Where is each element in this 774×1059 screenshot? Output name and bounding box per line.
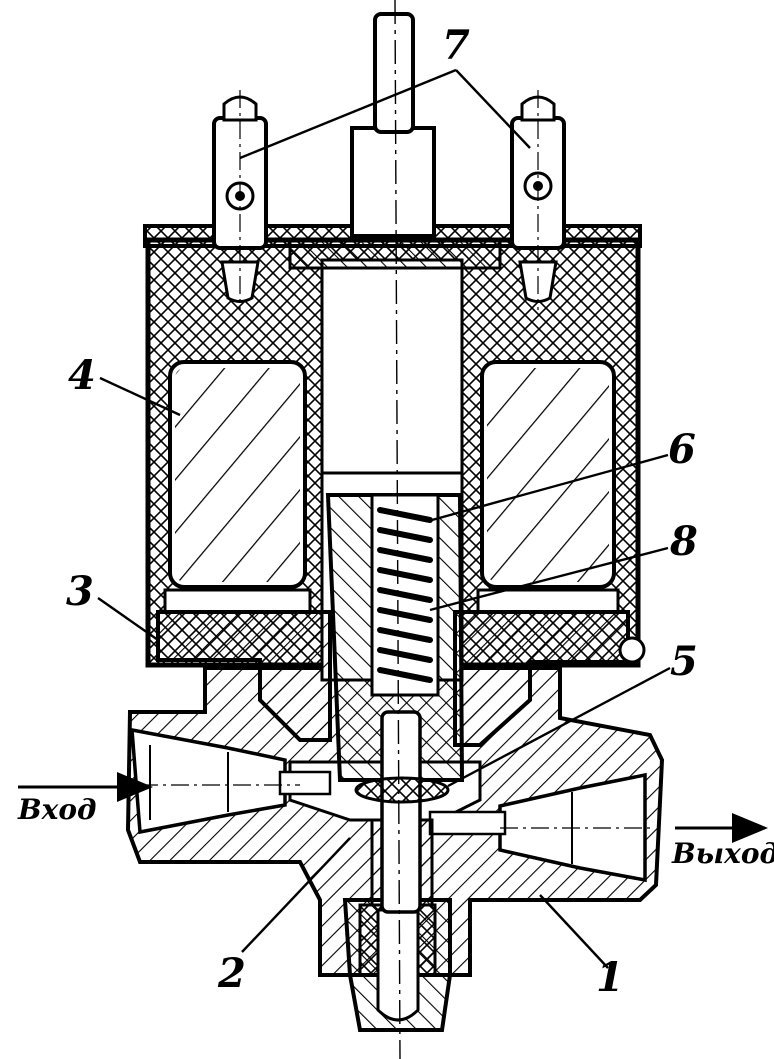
centerlines xyxy=(140,0,650,1059)
leader-lines xyxy=(97,68,671,969)
callout-4: 4 xyxy=(68,352,96,399)
plunger xyxy=(325,493,465,914)
callout-2: 2 xyxy=(218,950,246,997)
inlet-label: Вход xyxy=(18,793,97,826)
outlet-label: Выход xyxy=(672,837,774,870)
callout-7: 7 xyxy=(442,22,470,69)
valve-seal xyxy=(354,776,450,804)
callout-1: 1 xyxy=(596,954,624,1001)
callout-3: 3 xyxy=(66,568,94,615)
callout-8: 8 xyxy=(670,518,698,565)
callout-5: 5 xyxy=(670,638,698,685)
stop-core xyxy=(320,12,464,475)
callout-6: 6 xyxy=(668,426,696,473)
